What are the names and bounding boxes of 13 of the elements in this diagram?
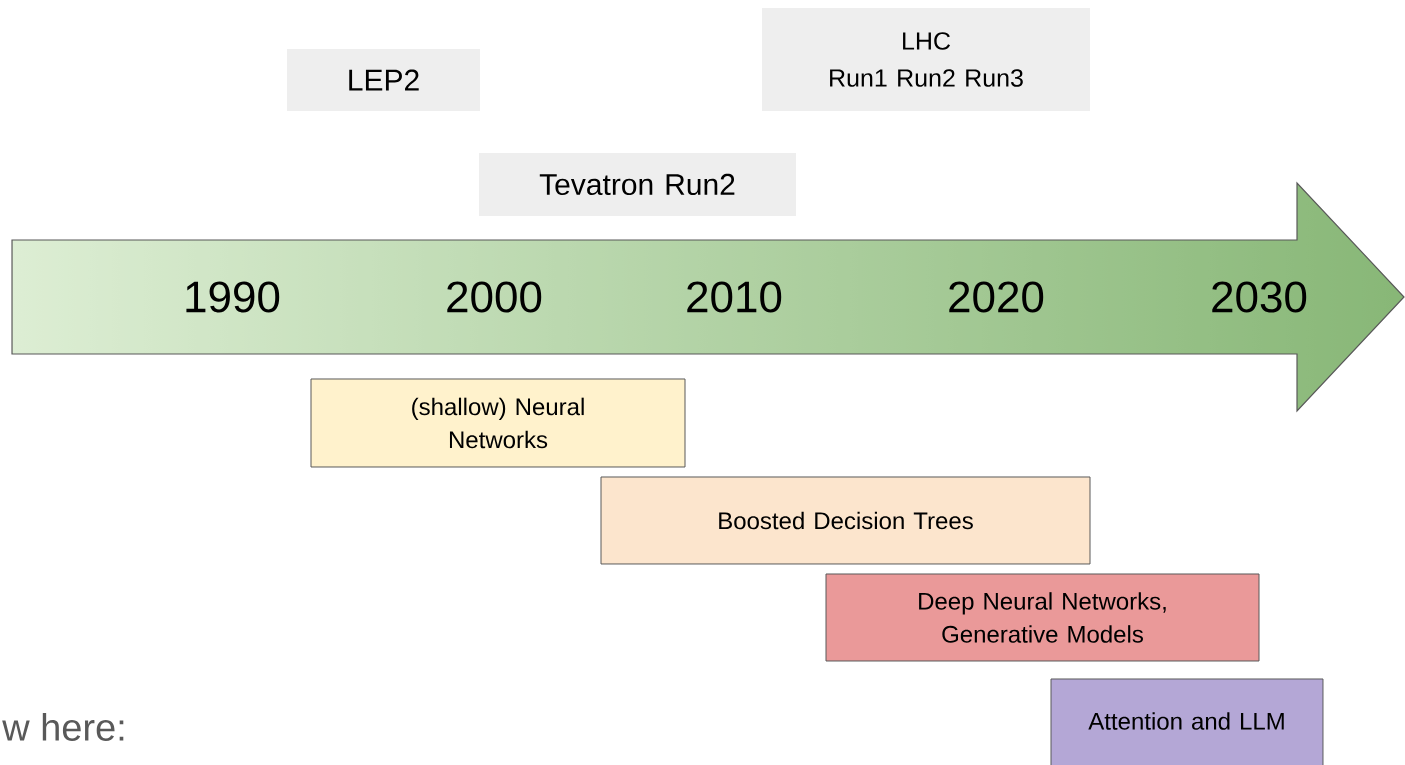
- period-box: LEP2: [287, 49, 480, 111]
- year-label: 2000: [447, 281, 542, 313]
- year-label: 2010: [687, 281, 782, 313]
- period-box: LHC Run1 Run2 Run3: [762, 8, 1090, 111]
- note-text: w here:: [2, 713, 124, 741]
- method-box: Attention and LLM: [1050, 678, 1324, 765]
- period-box: Tevatron Run2: [479, 153, 796, 216]
- method-box: Deep Neural Networks, Generative Models: [825, 573, 1260, 662]
- method-box: Boosted Decision Trees: [600, 476, 1091, 565]
- method-box: (shallow) Neural Networks: [310, 378, 686, 468]
- year-label: 2020: [949, 281, 1044, 313]
- year-label: 2030: [1212, 281, 1307, 313]
- year-label: 1990: [186, 281, 280, 313]
